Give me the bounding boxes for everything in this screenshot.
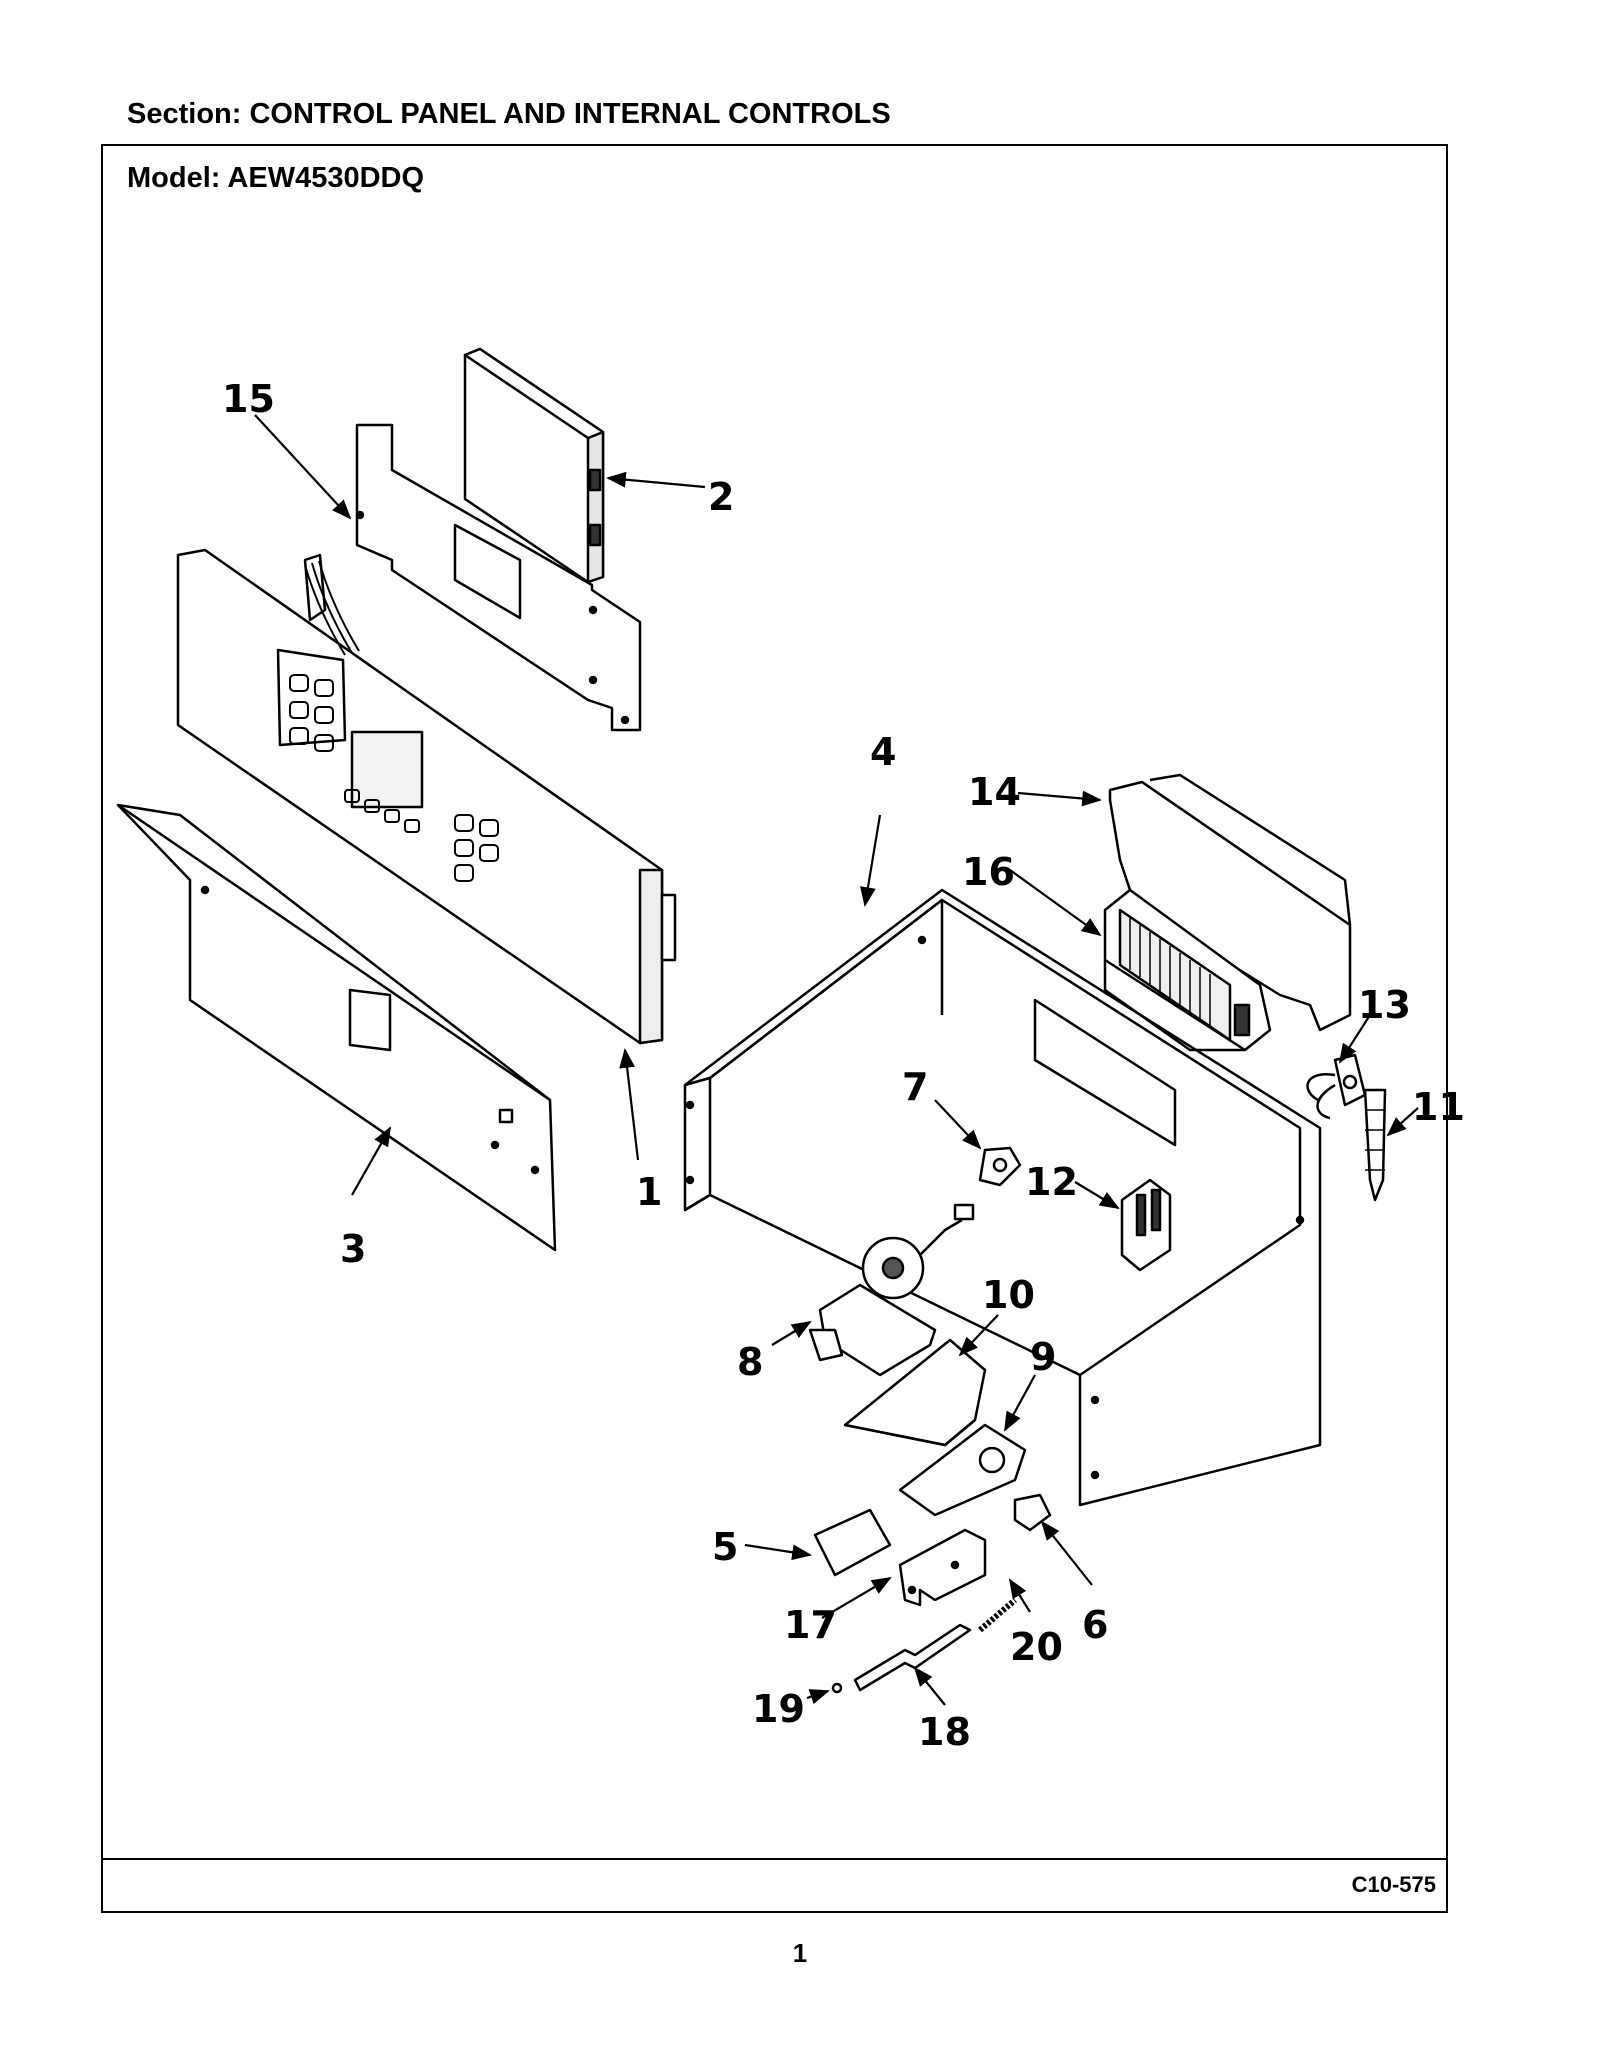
callout-16: 16 — [962, 850, 1015, 894]
callout-18: 18 — [918, 1710, 971, 1754]
part-16-blower — [1103, 888, 1272, 1052]
part-4-housing — [683, 888, 1322, 1507]
section-label: Section: — [127, 98, 242, 130]
part-17-lock-bracket — [898, 1528, 987, 1607]
callout-8: 8 — [737, 1340, 763, 1384]
callout-11: 11 — [1412, 1085, 1465, 1129]
callout-15: 15 — [222, 377, 275, 421]
callout-19: 19 — [752, 1687, 805, 1731]
part-10-cover — [843, 1338, 987, 1447]
callout-7: 7 — [902, 1065, 928, 1109]
callout-9: 9 — [1030, 1335, 1056, 1379]
page-number: 1 — [792, 1938, 808, 1968]
section-title: Section: CONTROL PANEL AND INTERNAL CONT… — [127, 98, 891, 131]
footer-divider — [101, 1858, 1448, 1860]
part-12-terminal-block — [1120, 1178, 1172, 1272]
part-11-sensor-probe — [1363, 1088, 1387, 1202]
callout-14: 14 — [968, 770, 1021, 814]
callout-17: 17 — [784, 1603, 837, 1647]
part-18-latch-rod — [853, 1623, 972, 1692]
part-9-actuator-bracket — [898, 1423, 1027, 1517]
callout-3: 3 — [340, 1227, 366, 1271]
callout-20: 20 — [1010, 1625, 1063, 1669]
callout-13: 13 — [1358, 983, 1411, 1027]
part-3-lower-panel — [116, 803, 557, 1252]
callout-4: 4 — [870, 730, 896, 774]
callout-10: 10 — [982, 1273, 1035, 1317]
part-8-latch-motor — [808, 1203, 975, 1377]
section-value: CONTROL PANEL AND INTERNAL CONTROLS — [249, 98, 891, 130]
part-2-control-board — [463, 347, 605, 584]
callout-6: 6 — [1082, 1603, 1108, 1647]
callout-12: 12 — [1025, 1160, 1078, 1204]
part-13-thermostat — [1306, 1053, 1367, 1120]
model-label: Model: — [127, 162, 221, 194]
part-19-clip — [831, 1682, 843, 1694]
diagram-code: C10-575 — [1351, 1872, 1436, 1897]
diagram-frame — [101, 144, 1448, 1913]
model-value: AEW4530DDQ — [227, 162, 425, 194]
part-14-fan-bracket — [1108, 773, 1352, 1032]
callout-2: 2 — [708, 475, 734, 519]
part-7-relay — [978, 1146, 1022, 1187]
callout-5: 5 — [712, 1525, 738, 1569]
part-20-spring — [978, 1597, 1017, 1633]
callout-1: 1 — [636, 1170, 662, 1214]
model-title: Model: AEW4530DDQ — [127, 162, 424, 195]
part-15-mounting-bracket — [355, 423, 642, 732]
part-1-control-panel — [176, 548, 677, 1045]
part-5-plate — [813, 1508, 892, 1577]
